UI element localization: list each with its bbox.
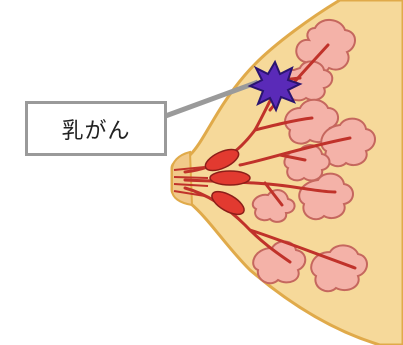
nipple [172, 152, 192, 205]
cancer-label-text: 乳がん [61, 113, 130, 145]
cancer-label: 乳がん [25, 101, 167, 156]
